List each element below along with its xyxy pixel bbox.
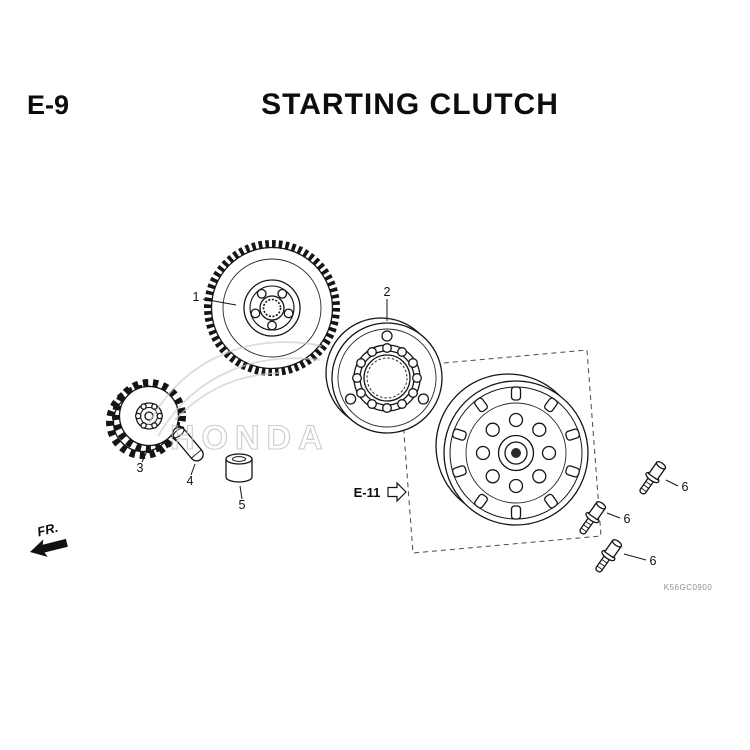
callout-5: 5 [239, 498, 246, 512]
callout-1: 1 [193, 290, 200, 304]
watermark-text: HONDA [170, 419, 330, 457]
front-direction-marker: FR. [30, 520, 68, 557]
flange-bolt-2 [574, 498, 610, 539]
rotor-rim-slots [451, 386, 581, 520]
front-arrow-icon [30, 538, 68, 557]
honda-watermark: HONDA [147, 341, 330, 458]
hub-rollers [250, 288, 294, 331]
callout-4: 4 [187, 474, 194, 488]
front-marker-label: FR. [36, 520, 60, 540]
spacer-collar [225, 453, 253, 483]
one-way-clutch-outer [325, 317, 443, 434]
page-code: E-9 [27, 90, 70, 120]
flange-bolt-1 [634, 458, 670, 499]
shaft-pin [172, 426, 204, 462]
section-reference-code: E-11 [354, 485, 381, 500]
callout-6b: 6 [624, 512, 631, 526]
callouts: 1 2 3 4 5 6 6 6 [137, 285, 689, 568]
flange-bolt-3 [590, 536, 626, 577]
section-reference: E-11 [354, 481, 407, 503]
page-title: STARTING CLUTCH [261, 88, 559, 121]
flywheel-rotor [435, 373, 589, 526]
reference-arrow-icon [387, 481, 407, 503]
driven-gear-sprocket [204, 240, 340, 376]
drawing-code: K56GC0900 [664, 583, 713, 592]
callout-2: 2 [384, 285, 391, 299]
rotor-bolt-holes [475, 412, 557, 494]
idle-gear-rollers [134, 403, 164, 429]
callout-3: 3 [137, 461, 144, 475]
callout-6a: 6 [682, 480, 689, 494]
callout-6c: 6 [650, 554, 657, 568]
sprag-rollers [352, 343, 422, 413]
